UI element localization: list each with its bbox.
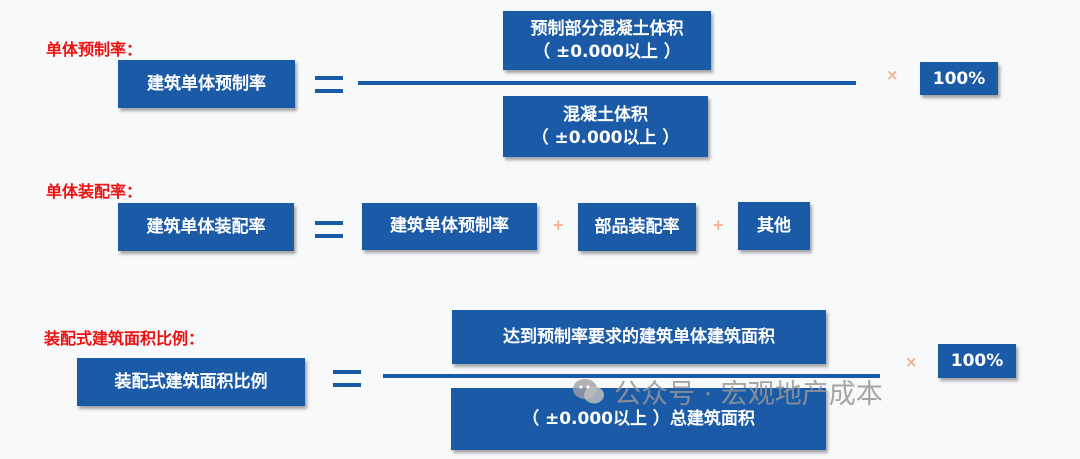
section2-term1-box: 建筑单体预制率 [362,203,537,250]
section1-numerator-line2: （ ±0.000以上 ） [533,41,681,62]
section1-fraction-bar [358,81,856,85]
section3-heading: 装配式建筑面积比例： [44,329,205,348]
section1-times-sign: × [886,66,899,84]
section1-denominator-line1: 混凝土体积 [563,104,648,125]
section3-numerator-box: 达到预制率要求的建筑单体建筑面积 [452,310,826,364]
watermark: 公众号 · 宏观地产成本 [572,372,883,411]
section3-lhs-box: 装配式建筑面积比例 [77,358,305,406]
equals-sign-top [315,76,343,80]
section3-fraction-bar [383,374,880,378]
section1-denominator-box: 混凝土体积 （ ±0.000以上 ） [503,96,708,157]
equals2-sign-top [315,221,343,225]
equals-sign-bottom [315,89,343,93]
section2-lhs-box: 建筑单体装配率 [118,203,294,251]
equals3-sign-top [333,370,361,374]
section1-numerator-box: 预制部分混凝土体积 （ ±0.000以上 ） [503,11,711,70]
wechat-icon [573,378,604,403]
section1-lhs-box: 建筑单体预制率 [118,60,295,108]
section1-percent-box: 100% [920,62,998,95]
section1-denominator-line2: （ ±0.000以上 ） [531,127,680,148]
section1-heading: 单体预制率： [46,40,143,59]
section2-term2-box: 部品装配率 [578,203,696,251]
section1-numerator-line1: 预制部分混凝土体积 [530,18,684,39]
section3-denominator-box: （ ±0.000以上 ）总建筑面积 [451,388,826,450]
section2-plus-sign-2: + [712,216,725,234]
equals2-sign-bottom [315,234,343,238]
section2-term3-box: 其他 [738,202,810,250]
section2-heading: 单体装配率： [46,182,143,201]
section2-plus-sign-1: + [552,216,565,234]
equals3-sign-bottom [333,383,361,387]
watermark-text: 公众号 · 宏观地产成本 [614,379,883,410]
section3-percent-box: 100% [938,344,1016,378]
section3-times-sign: × [905,353,918,371]
